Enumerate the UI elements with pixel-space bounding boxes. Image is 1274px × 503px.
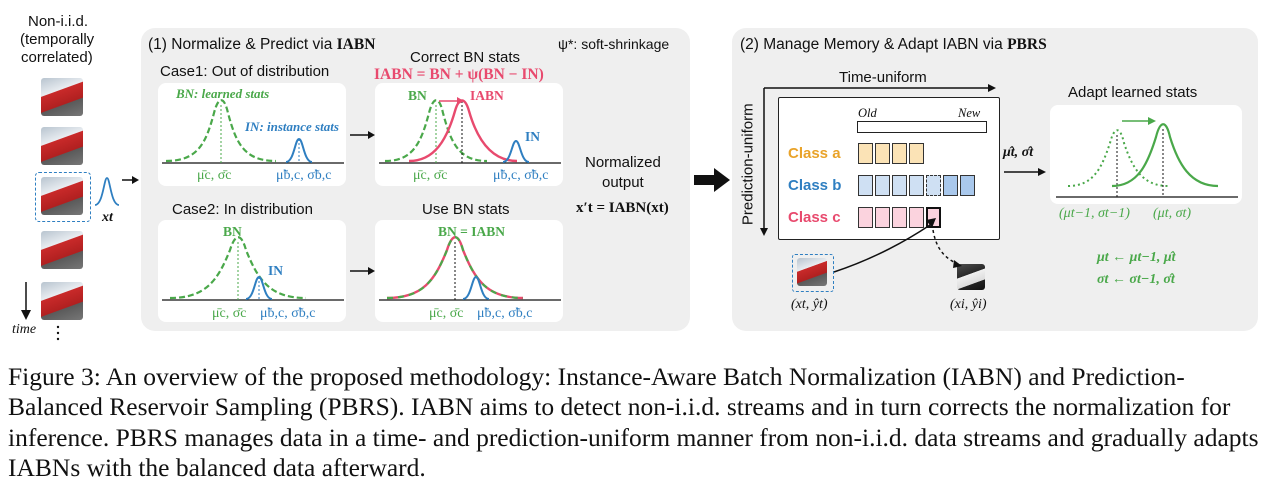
class-c-slot [892, 207, 907, 228]
evicted-sample-image [957, 264, 985, 290]
panel2-title-bold: PBRS [1007, 36, 1047, 53]
class-b-slot [943, 175, 958, 196]
case2-in-label: IN [268, 263, 284, 278]
stream-image-4 [41, 231, 83, 269]
stream-image-2 [41, 127, 83, 165]
corrected-bn-stats: μ̄c, σ̄c [413, 168, 448, 183]
normalized-output-line1: Normalized [585, 154, 661, 171]
class-b-slot [892, 175, 907, 196]
memory-axes [760, 84, 996, 236]
class-a-label: Class a [788, 145, 841, 162]
time-uniform-label: Time-uniform [839, 69, 927, 86]
case2-title: Case2: In distribution [172, 201, 313, 218]
class-a-slot [858, 143, 873, 164]
corrected-bn-label: BN [408, 88, 427, 103]
corrected-in-label: IN [525, 129, 541, 144]
panel1-title-prefix: (1) Normalize & Predict via [148, 36, 337, 53]
psi-note: ψ*: soft-shrinkage [558, 36, 670, 52]
use-bn-distribution-plot [379, 236, 561, 301]
panel2-title-prefix: (2) Manage Memory & Adapt IABN via [740, 36, 1008, 53]
bn-eq-text: BN = IABN [438, 224, 505, 239]
class-b-label: Class b [788, 177, 842, 194]
panel1-title: (1) Normalize & Predict via IABN [148, 36, 375, 53]
stream-label-1: Non-i.i.d. [28, 13, 89, 30]
class-b-slot [909, 175, 924, 196]
memory-flow-arrows [833, 218, 962, 273]
corrected-in-stats: μ̃b,c, σ̃b,c [493, 168, 549, 183]
stream-label-3: correlated) [21, 49, 93, 66]
case2-bn-stats: μ̄c, σ̄c [212, 306, 247, 321]
class-b-slot [875, 175, 890, 196]
class-b-slot-pending [926, 175, 941, 196]
time-order-bar [857, 121, 987, 133]
new-sample-image [797, 258, 827, 286]
case1-in-stats: μ̃b,c, σ̃b,c [276, 168, 332, 183]
case2-in-stats: μ̃b,c, σ̃b,c [260, 306, 316, 321]
new-sample-frame [792, 254, 834, 292]
case2-arrow [350, 267, 375, 275]
iabn-formula: IABN = BN + ψ(BN − IN) [374, 66, 544, 83]
normalized-output-formula: x′t = IABN(xt) [576, 200, 669, 216]
case1-distribution-plot [162, 99, 344, 164]
adapt-title: Adapt learned stats [1068, 84, 1198, 101]
use-bn-distribution-card [375, 220, 563, 322]
stream-input-symbol: xt [102, 210, 113, 225]
time-label: time [12, 322, 37, 337]
use-bn-title: Use BN stats [422, 201, 510, 218]
panel2-title: (2) Manage Memory & Adapt IABN via PBRS [740, 36, 1047, 53]
correct-bn-title: Correct BN stats [410, 49, 521, 66]
panel-transition-arrow [694, 168, 730, 192]
class-a-slot [892, 143, 907, 164]
case2-distribution-plot [162, 236, 344, 301]
case1-title: Case1: Out of distribution [160, 63, 330, 80]
cur-stats-label: (μt, σt) [1153, 206, 1192, 221]
class-c-slot [858, 207, 873, 228]
estimated-stats: μ̂t, σ̂t [1003, 145, 1034, 160]
panel1-title-bold: IABN [336, 36, 376, 53]
stream-label-2: (temporally [20, 31, 95, 48]
current-sample-frame [35, 172, 91, 222]
bn-learned-label: BN: learned stats [176, 86, 270, 101]
stats-arrow [1004, 168, 1046, 176]
class-a-slot [909, 143, 924, 164]
class-b-slot [858, 175, 873, 196]
bn-equals-iabn-label: BN = IABN [438, 224, 505, 240]
stream-image-5 [41, 282, 83, 320]
corrected-distribution-plot [379, 97, 561, 164]
class-c-label: Class c [788, 209, 841, 226]
stream-arrows [21, 176, 139, 341]
prev-stats-label: (μt−1, σt−1) [1059, 206, 1130, 221]
case1-arrow [350, 131, 375, 139]
new-label: New [958, 106, 981, 120]
in-instance-label: IN: instance stats [245, 119, 339, 134]
class-c-slot [909, 207, 924, 228]
corrected-distribution-card [375, 83, 563, 186]
figure-caption: Figure 3: An overview of the proposed me… [8, 362, 1259, 483]
new-sample-label: (xt, ŷt) [791, 297, 828, 312]
update-sigma: σt ← σt−1, σ̂t [1097, 272, 1175, 287]
old-label: Old [858, 106, 877, 120]
stream-image-3 [41, 177, 83, 215]
case2-distribution-card [158, 220, 346, 322]
use-bn-in-stats: μ̃b,c, σ̃b,c [477, 306, 533, 321]
prediction-uniform-label: Prediction-uniform [739, 103, 757, 226]
case1-bn-stats: μ̄c, σ̄c [197, 168, 232, 183]
class-b-slot [960, 175, 975, 196]
normalized-output-line2: output [602, 174, 644, 191]
class-c-slot [875, 207, 890, 228]
evicted-sample-label: (xi, ŷi) [950, 297, 987, 312]
stream-image-1 [41, 78, 83, 116]
adapt-stats-plot [1056, 117, 1238, 198]
case2-bn-label: BN [223, 224, 242, 239]
class-a-slot [875, 143, 890, 164]
case1-distribution-card [158, 83, 346, 186]
update-mu: μt ← μt−1, μ̂t [1097, 250, 1176, 265]
corrected-iabn-label: IABN [470, 88, 504, 103]
use-bn-bn-stats: μ̄c, σ̄c [429, 306, 464, 321]
